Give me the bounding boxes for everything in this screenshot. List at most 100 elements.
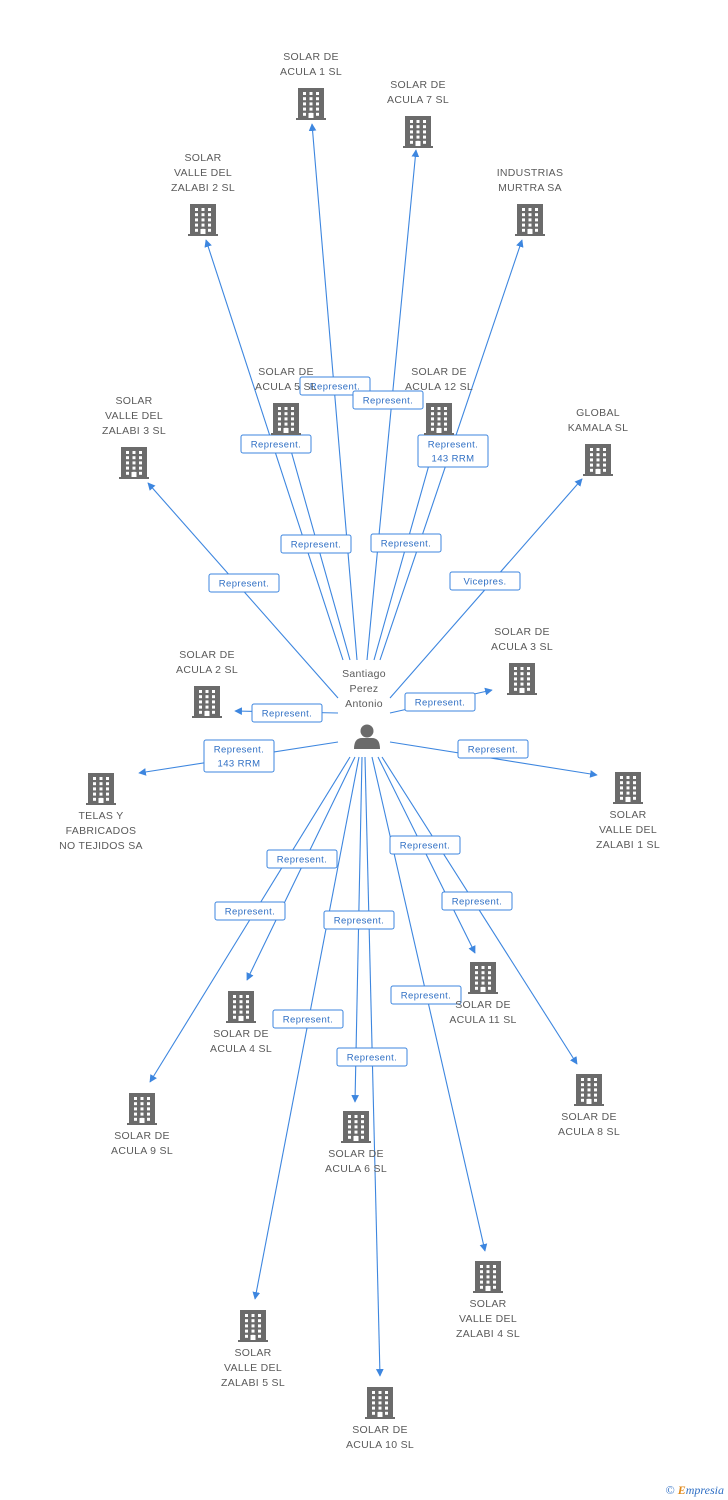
edge-label-acula11[interactable]: Represent.: [389, 835, 461, 855]
company-node-acula3[interactable]: SOLAR DE ACULA 3 SL: [491, 626, 553, 695]
company-label: SOLAR DE: [258, 366, 314, 378]
building-icon: [238, 1310, 268, 1342]
edge-label-acula3[interactable]: Represent.: [404, 692, 476, 712]
edge-label-box: [336, 1047, 408, 1067]
building-icon: [188, 204, 218, 236]
company-label: ACULA 8 SL: [558, 1126, 620, 1138]
edge-label-text: Represent.: [225, 907, 275, 918]
company-node-acula8[interactable]: SOLAR DE ACULA 8 SL: [558, 1074, 620, 1138]
edge-label-box: [404, 692, 476, 712]
edge-label-text: Represent.: [251, 440, 301, 451]
company-label: SOLAR DE: [455, 999, 511, 1011]
edge-label-murtra[interactable]: Represent.143 RRM: [417, 434, 489, 468]
footer-brand: ©Empresia: [666, 1483, 724, 1498]
edge-label-text: Represent.: [452, 897, 502, 908]
edge-label-box: [299, 376, 371, 396]
company-label: SOLAR DE: [114, 1130, 170, 1142]
edge-label-text: Represent.: [401, 991, 451, 1002]
company-label: SOLAR DE: [561, 1111, 617, 1123]
brand-name: mpresia: [685, 1483, 724, 1497]
edge-label-zalabi4[interactable]: Represent.: [390, 985, 462, 1005]
company-label: ACULA 1 SL: [280, 66, 342, 78]
company-label: SOLAR DE: [213, 1028, 269, 1040]
edge-label-acula8[interactable]: Represent.: [441, 891, 513, 911]
company-label: FABRICADOS: [66, 825, 137, 837]
edge-label-kamala[interactable]: Vicepres.: [449, 571, 521, 591]
edge-label-text: Represent.: [428, 440, 478, 451]
edge-label-box: [266, 849, 338, 869]
company-label: VALLE DEL: [105, 410, 163, 422]
edge-label-acula9[interactable]: Represent.: [214, 901, 286, 921]
edge-arrow-acula11: [377, 756, 476, 954]
company-label: ZALABI 4 SL: [456, 1328, 520, 1340]
company-node-telas[interactable]: TELAS Y FABRICADOS NO TEJIDOS SA: [59, 773, 143, 852]
edge-label-acula10[interactable]: Represent.: [336, 1047, 408, 1067]
person-name-label: Perez: [350, 683, 379, 695]
building-icon: [271, 403, 301, 435]
edge-label-zalabi3[interactable]: Represent.: [208, 573, 280, 593]
edge-label-text: Represent.: [381, 539, 431, 550]
edge-label-text: Represent.: [334, 916, 384, 927]
edge-label-text: Represent.: [400, 841, 450, 852]
company-label: ACULA 12 SL: [405, 381, 473, 393]
edge-label-zalabi5[interactable]: Represent.: [272, 1009, 344, 1029]
edge-label-text: Represent.: [262, 709, 312, 720]
edge-label-text: Vicepres.: [463, 577, 506, 588]
company-label: VALLE DEL: [224, 1362, 282, 1374]
building-icon: [507, 663, 537, 695]
edge-label-text: Represent.: [415, 698, 465, 709]
company-node-acula9[interactable]: SOLAR DE ACULA 9 SL: [111, 1093, 173, 1157]
person-name-label: Antonio: [345, 698, 383, 710]
company-label: SOLAR: [234, 1347, 271, 1359]
edge-label-acula6[interactable]: Represent.: [323, 910, 395, 930]
building-icon: [403, 116, 433, 148]
building-icon: [341, 1111, 371, 1143]
company-label: SOLAR DE: [328, 1148, 384, 1160]
building-icon: [296, 88, 326, 120]
edge-label-zalabi1[interactable]: Represent.: [457, 739, 529, 759]
edge-label-telas[interactable]: Represent.143 RRM: [203, 739, 275, 773]
company-label: NO TEJIDOS SA: [59, 840, 143, 852]
company-label: ACULA 4 SL: [210, 1043, 272, 1055]
company-label: ACULA 9 SL: [111, 1145, 173, 1157]
edge-label-acula4[interactable]: Represent.: [266, 849, 338, 869]
edge-label-box: [251, 703, 323, 723]
edge-label-acula2[interactable]: Represent.: [251, 703, 323, 723]
company-label: ACULA 3 SL: [491, 641, 553, 653]
edge-label-zalabi2[interactable]: Represent.: [240, 434, 312, 454]
edge-label-acula1[interactable]: Represent.: [299, 376, 371, 396]
edge-label-text: Represent.: [310, 382, 360, 393]
company-label: TELAS Y: [78, 810, 123, 822]
company-label: SOLAR: [609, 809, 646, 821]
edge-label-text: Represent.: [347, 1053, 397, 1064]
building-icon: [226, 991, 256, 1023]
building-icon: [583, 444, 613, 476]
company-node-acula4[interactable]: SOLAR DE ACULA 4 SL: [210, 991, 272, 1055]
company-label: SOLAR DE: [494, 626, 550, 638]
edge-label-box: [208, 573, 280, 593]
edge-label-acula7[interactable]: Represent.: [352, 390, 424, 410]
company-label: KAMALA SL: [568, 422, 628, 434]
edge-label-acula5[interactable]: Represent.: [280, 534, 352, 554]
building-icon: [86, 773, 116, 805]
edge-label-acula12[interactable]: Represent.: [370, 533, 442, 553]
edge-label-text: Represent.: [291, 540, 341, 551]
